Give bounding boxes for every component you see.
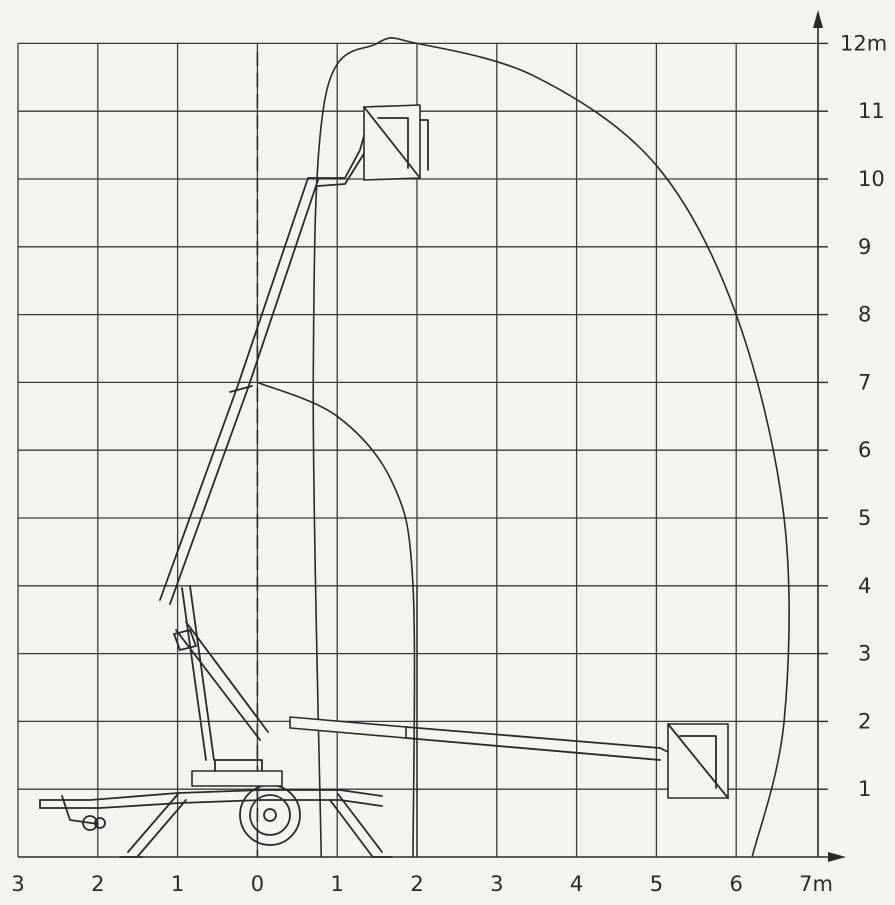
x-axis-arrow	[828, 852, 846, 862]
aerial-platform-drawing	[39, 104, 729, 858]
outrigger-rear-right-inner	[329, 799, 373, 857]
x-tick-label: 4	[570, 872, 583, 896]
upper-boom-right	[169, 179, 319, 605]
y-tick-label: 1	[858, 777, 871, 801]
x-tick-label: 1	[331, 872, 344, 896]
x-axis-tick-labels: 3 2 1 0 1 2 3 4 5 6 7m	[11, 872, 833, 896]
y-tick-label: 4	[858, 574, 871, 598]
main-wheel-rim	[249, 794, 291, 836]
knuckle-joint	[173, 629, 197, 651]
lower-arm-1	[181, 587, 207, 761]
y-tick-label: 5	[858, 506, 871, 530]
main-wheel-hub	[263, 808, 277, 822]
x-tick-label: 3	[11, 872, 24, 896]
upper-boom-left	[159, 177, 309, 601]
x-tick-label: 6	[730, 872, 743, 896]
lower-arm-2	[175, 629, 261, 741]
outrigger-front-left-inner	[137, 799, 187, 857]
x-tick-label: 1	[171, 872, 184, 896]
y-tick-label: 2	[858, 709, 871, 733]
basket-upper-door	[377, 117, 409, 169]
jockey-wheel	[82, 815, 98, 831]
turntable-top	[214, 759, 263, 772]
basket-upper-brace	[363, 106, 421, 179]
y-tick-label: 12m	[840, 31, 887, 55]
outer-envelope-curve	[312, 37, 790, 858]
x-tick-label: 2	[91, 872, 104, 896]
x-tick-label: 2	[410, 872, 423, 896]
outrigger-rear-right	[337, 793, 383, 853]
y-tick-label: 8	[858, 303, 871, 327]
outrigger-front-left	[127, 793, 179, 853]
turntable-base	[191, 770, 283, 787]
grid	[17, 42, 818, 857]
horizontal-boom-base	[289, 716, 407, 739]
basket-lower-door	[679, 735, 717, 789]
lower-arm-2b	[185, 621, 269, 733]
boom-sleeve	[229, 385, 253, 393]
tow-hitch	[61, 795, 99, 825]
basket-upper-control	[419, 119, 429, 171]
y-axis-tick-labels: 1 2 3 4 5 6 7 8 9 10 11 12m	[840, 31, 887, 801]
jockey-wheel-hub	[94, 817, 106, 829]
x-tick-label: 3	[490, 872, 503, 896]
axes	[18, 10, 846, 862]
chassis-frame-lower	[39, 799, 383, 809]
y-tick-label: 11	[858, 99, 885, 123]
inner-envelope-curve	[257, 381, 416, 858]
y-tick-label: 6	[858, 438, 871, 462]
horizontal-boom-bottom	[405, 737, 661, 761]
basket-lower-link	[659, 747, 669, 753]
x-tick-label: 5	[650, 872, 663, 896]
y-tick-label: 7	[858, 370, 871, 394]
main-wheel	[239, 784, 301, 846]
working-envelope	[257, 37, 790, 858]
y-axis-arrow	[813, 10, 823, 28]
y-tick-label: 10	[858, 167, 885, 191]
chassis-frame	[39, 789, 383, 801]
x-tick-label: 0	[251, 872, 264, 896]
y-tick-label: 9	[858, 235, 871, 259]
x-tick-label: 7m	[799, 872, 833, 896]
lower-arm-1b	[189, 585, 215, 761]
basket-lower-brace	[667, 723, 729, 799]
horizontal-boom-top	[405, 726, 661, 749]
y-tick-label: 3	[858, 642, 871, 666]
